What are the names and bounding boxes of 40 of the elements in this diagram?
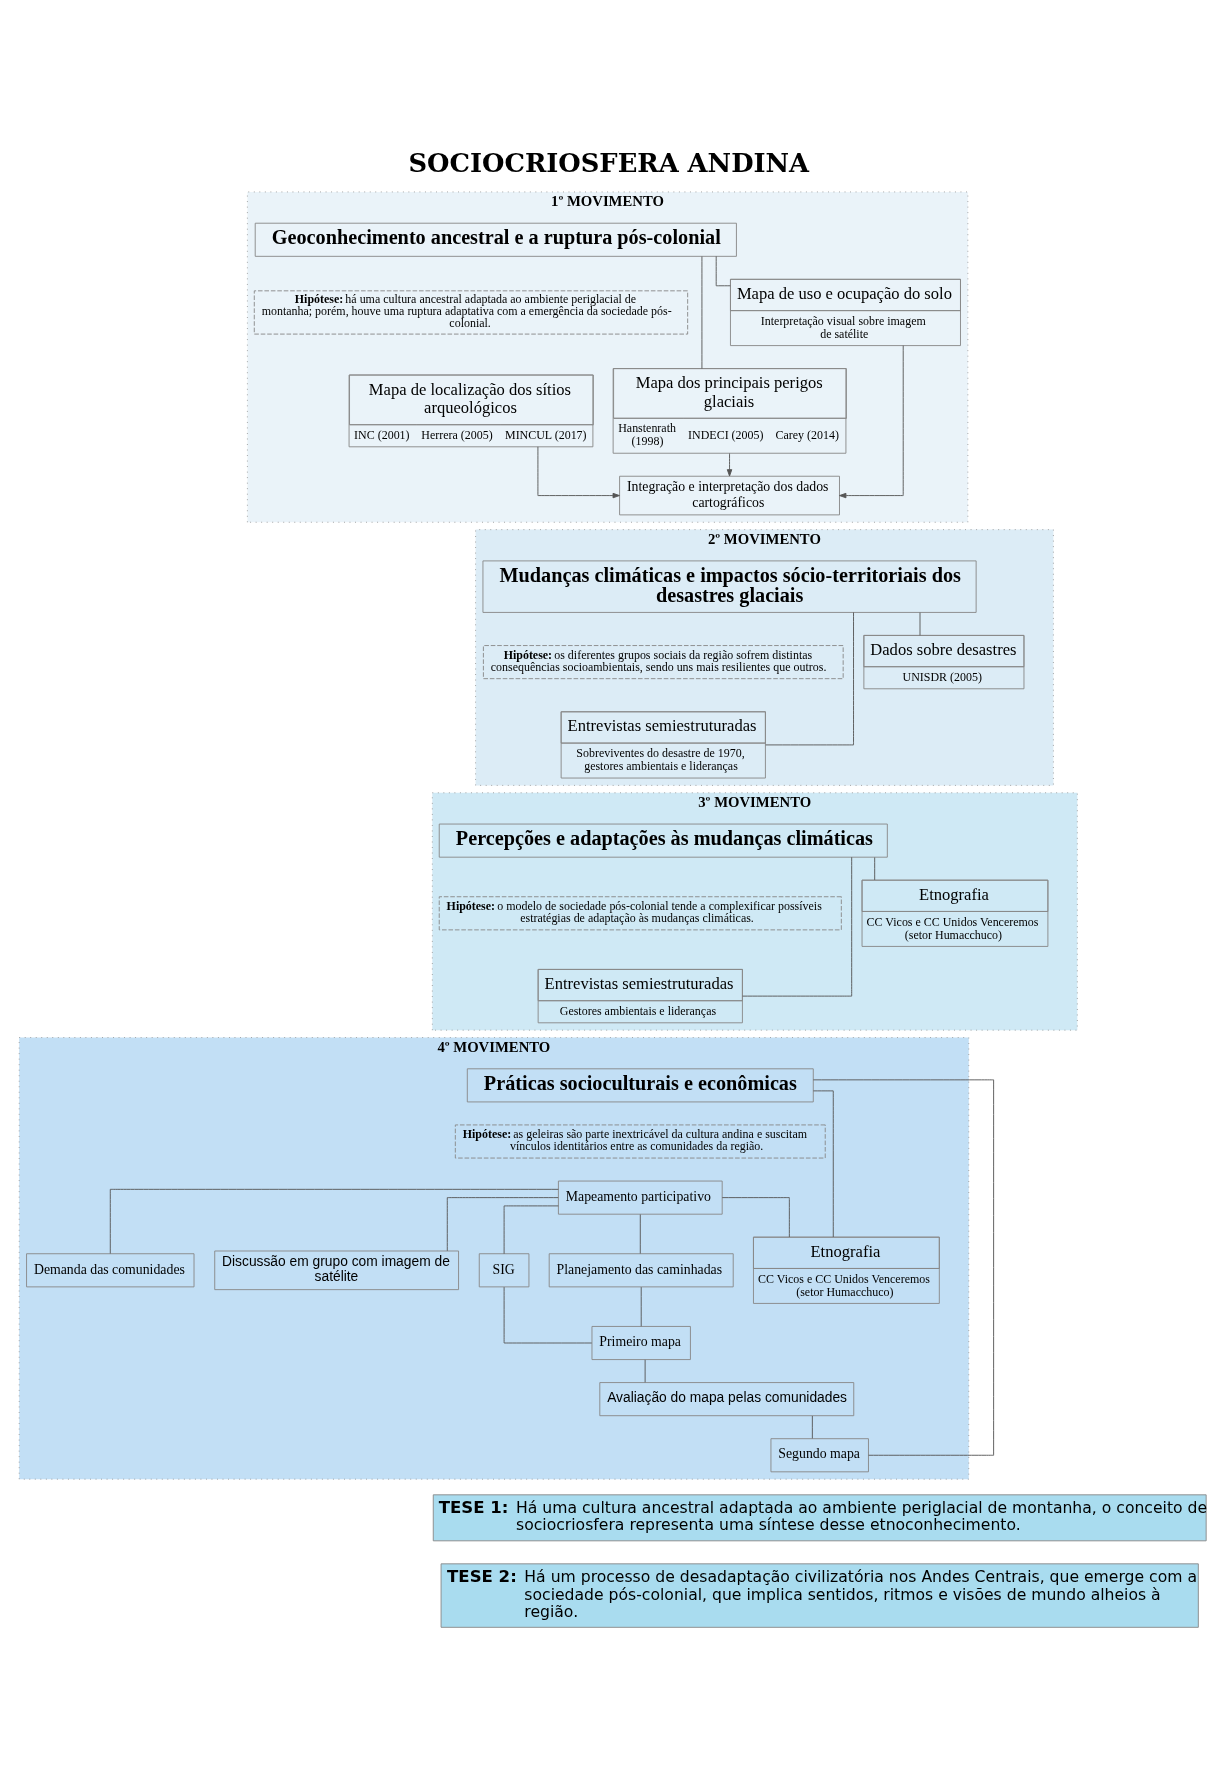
- node-box: Avaliação do mapa pelas comunidades: [599, 1382, 855, 1417]
- node-box: SIG: [478, 1253, 530, 1288]
- connector: [715, 255, 731, 287]
- node-box: Práticas socioculturais e econômicas: [466, 1068, 814, 1103]
- node-box: Segundo mapa: [770, 1438, 869, 1473]
- node-box: Hipótese: as geleiras são parte inextricável da cultura andina e suscitam vínculos identitários entre as comunidades da região.: [454, 1124, 826, 1159]
- node-box: Demanda das comunidades: [26, 1253, 195, 1288]
- connector: [640, 1286, 642, 1327]
- connector: [742, 856, 853, 997]
- node-box: Geoconhecimento ancestral e a ruptura pós-colonial: [254, 222, 737, 257]
- connector: [765, 612, 854, 746]
- connector: [503, 1205, 559, 1255]
- node-box: Hipótese: os diferentes grupos sociais da região sofrem distintas consequências socioambientais, sendo uns mais resilientes que outros.: [482, 645, 844, 680]
- connector: [919, 612, 921, 636]
- arrow: [537, 446, 620, 499]
- connector: [109, 1188, 559, 1254]
- node-box: Mudanças climáticas e impactos sócio-territoriais dos desastres glaciais: [482, 560, 977, 613]
- node-box: Mapeamento participativo: [557, 1180, 723, 1215]
- connector: [721, 1197, 790, 1238]
- connector: [812, 1079, 995, 1456]
- connector: [874, 857, 876, 881]
- node-box: Percepções e adaptações às mudanças climáticas: [438, 823, 888, 858]
- node-box: Discussão em grupo com imagem de satélite: [214, 1250, 459, 1291]
- connector: [446, 1197, 559, 1252]
- node-box: Integração e interpretação dos dados cartográficos: [619, 475, 840, 516]
- connector: [639, 1214, 641, 1254]
- connector: [644, 1359, 646, 1383]
- node-box: Hipótese: o modelo de sociedade pós-colonial tende a complexificar possíveis estratégias de adaptação às mudanças climáticas.: [438, 896, 842, 931]
- node-box: TESE 2: Há um processo de desadaptação civilizatória nos Andes Centrais, que emerge com a sociedade pós-colonial, que implica sentidos, ritmos e visões de mundo alheios à região.: [440, 1563, 1199, 1628]
- diagram-title: SOCIOCRIOSFERA ANDINA: [408, 148, 810, 179]
- arrow: [839, 345, 904, 499]
- node-box: Hipótese: há uma cultura ancestral adaptada ao ambiente periglacial de montanha; porém, houve uma ruptura adaptativa com a emergência da sociedade pós-colonial.: [253, 290, 689, 335]
- connector: [503, 1286, 593, 1344]
- node-box: Primeiro mapa: [591, 1326, 691, 1360]
- connector: [812, 1090, 834, 1238]
- node-box: TESE 1: Há uma cultura ancestral adaptada ao ambiente periglacial de montanha, o conceito de sociocriosfera representa uma síntese desse etnoconhecimento.: [432, 1494, 1207, 1542]
- connector: [701, 256, 703, 369]
- arrow: [726, 453, 733, 477]
- connector: [811, 1415, 813, 1439]
- node-box: Planejamento das caminhadas: [548, 1253, 734, 1288]
